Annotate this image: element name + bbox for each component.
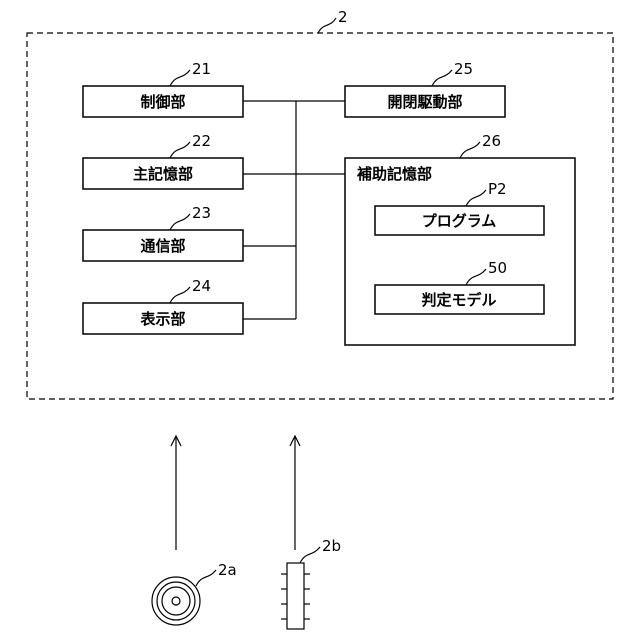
block-aux-storage-leader [460,142,480,158]
chip-ref-leader [300,547,320,563]
block-display-label: 表示部 [140,310,185,328]
block-aux-storage-ref: 26 [482,132,501,150]
disc-ref-leader [196,570,216,586]
block-main-storage-ref: 22 [192,132,211,150]
block-open-close-drive: 開閉駆動部 25 [345,60,505,117]
block-control: 制御部 21 [83,60,243,117]
device-ref: 2 [338,8,348,26]
block-program-ref: P2 [488,180,507,198]
block-display-leader [170,287,190,303]
bus-lines [243,101,345,319]
block-open-close-drive-ref: 25 [454,60,473,78]
device-ref-leader [318,18,336,33]
block-communication-ref: 23 [192,204,211,222]
chip-icon [281,563,310,629]
block-aux-storage-label: 補助記憶部 [356,165,432,183]
disc-ref: 2a [218,561,237,579]
block-judgment-model-label: 判定モデル [421,291,496,309]
block-open-close-drive-label: 開閉駆動部 [387,93,462,111]
arrow-chip-to-device [290,436,300,550]
block-control-ref: 21 [192,60,211,78]
block-program-label: プログラム [422,212,497,230]
block-main-storage-leader [170,142,190,158]
block-communication-label: 通信部 [140,237,185,255]
block-communication: 通信部 23 [83,204,243,261]
block-main-storage-label: 主記憶部 [133,165,193,183]
chip-ref: 2b [322,537,341,555]
block-judgment-model-ref: 50 [488,259,507,277]
block-control-leader [170,70,190,86]
disc-icon [152,577,200,625]
block-display: 表示部 24 [83,277,243,334]
block-display-ref: 24 [192,277,211,295]
block-main-storage: 主記憶部 22 [83,132,243,189]
arrow-disc-to-device [171,436,181,550]
block-control-label: 制御部 [140,93,185,111]
block-communication-leader [170,214,190,230]
block-open-close-drive-leader [432,70,452,86]
